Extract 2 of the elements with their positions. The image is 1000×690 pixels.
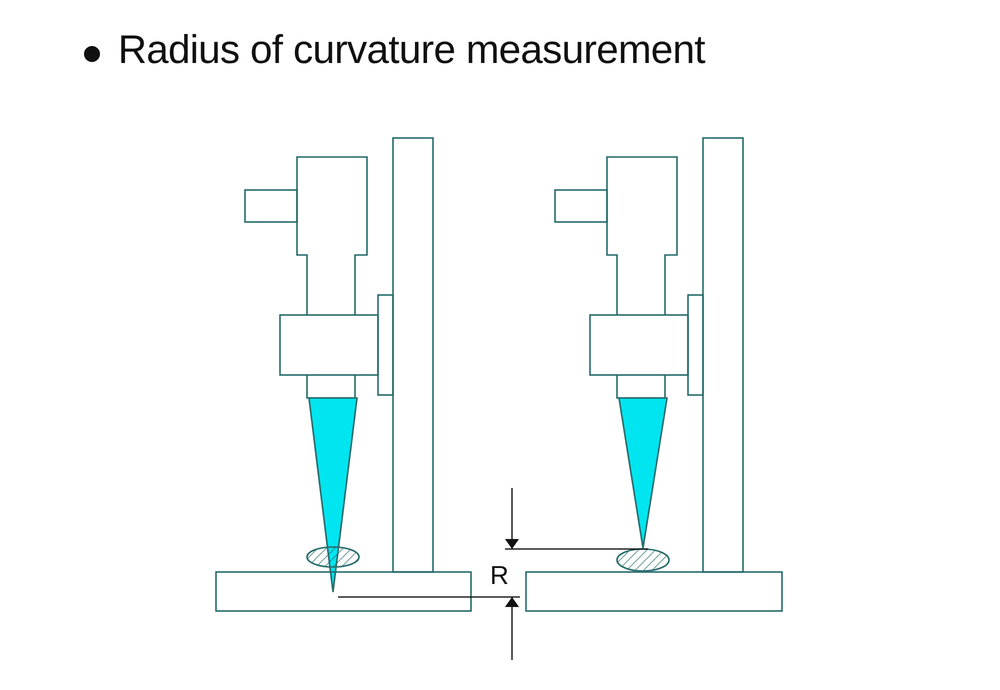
title: Radius of curvature measurement [118, 28, 705, 73]
dimension-label: R [490, 560, 509, 591]
